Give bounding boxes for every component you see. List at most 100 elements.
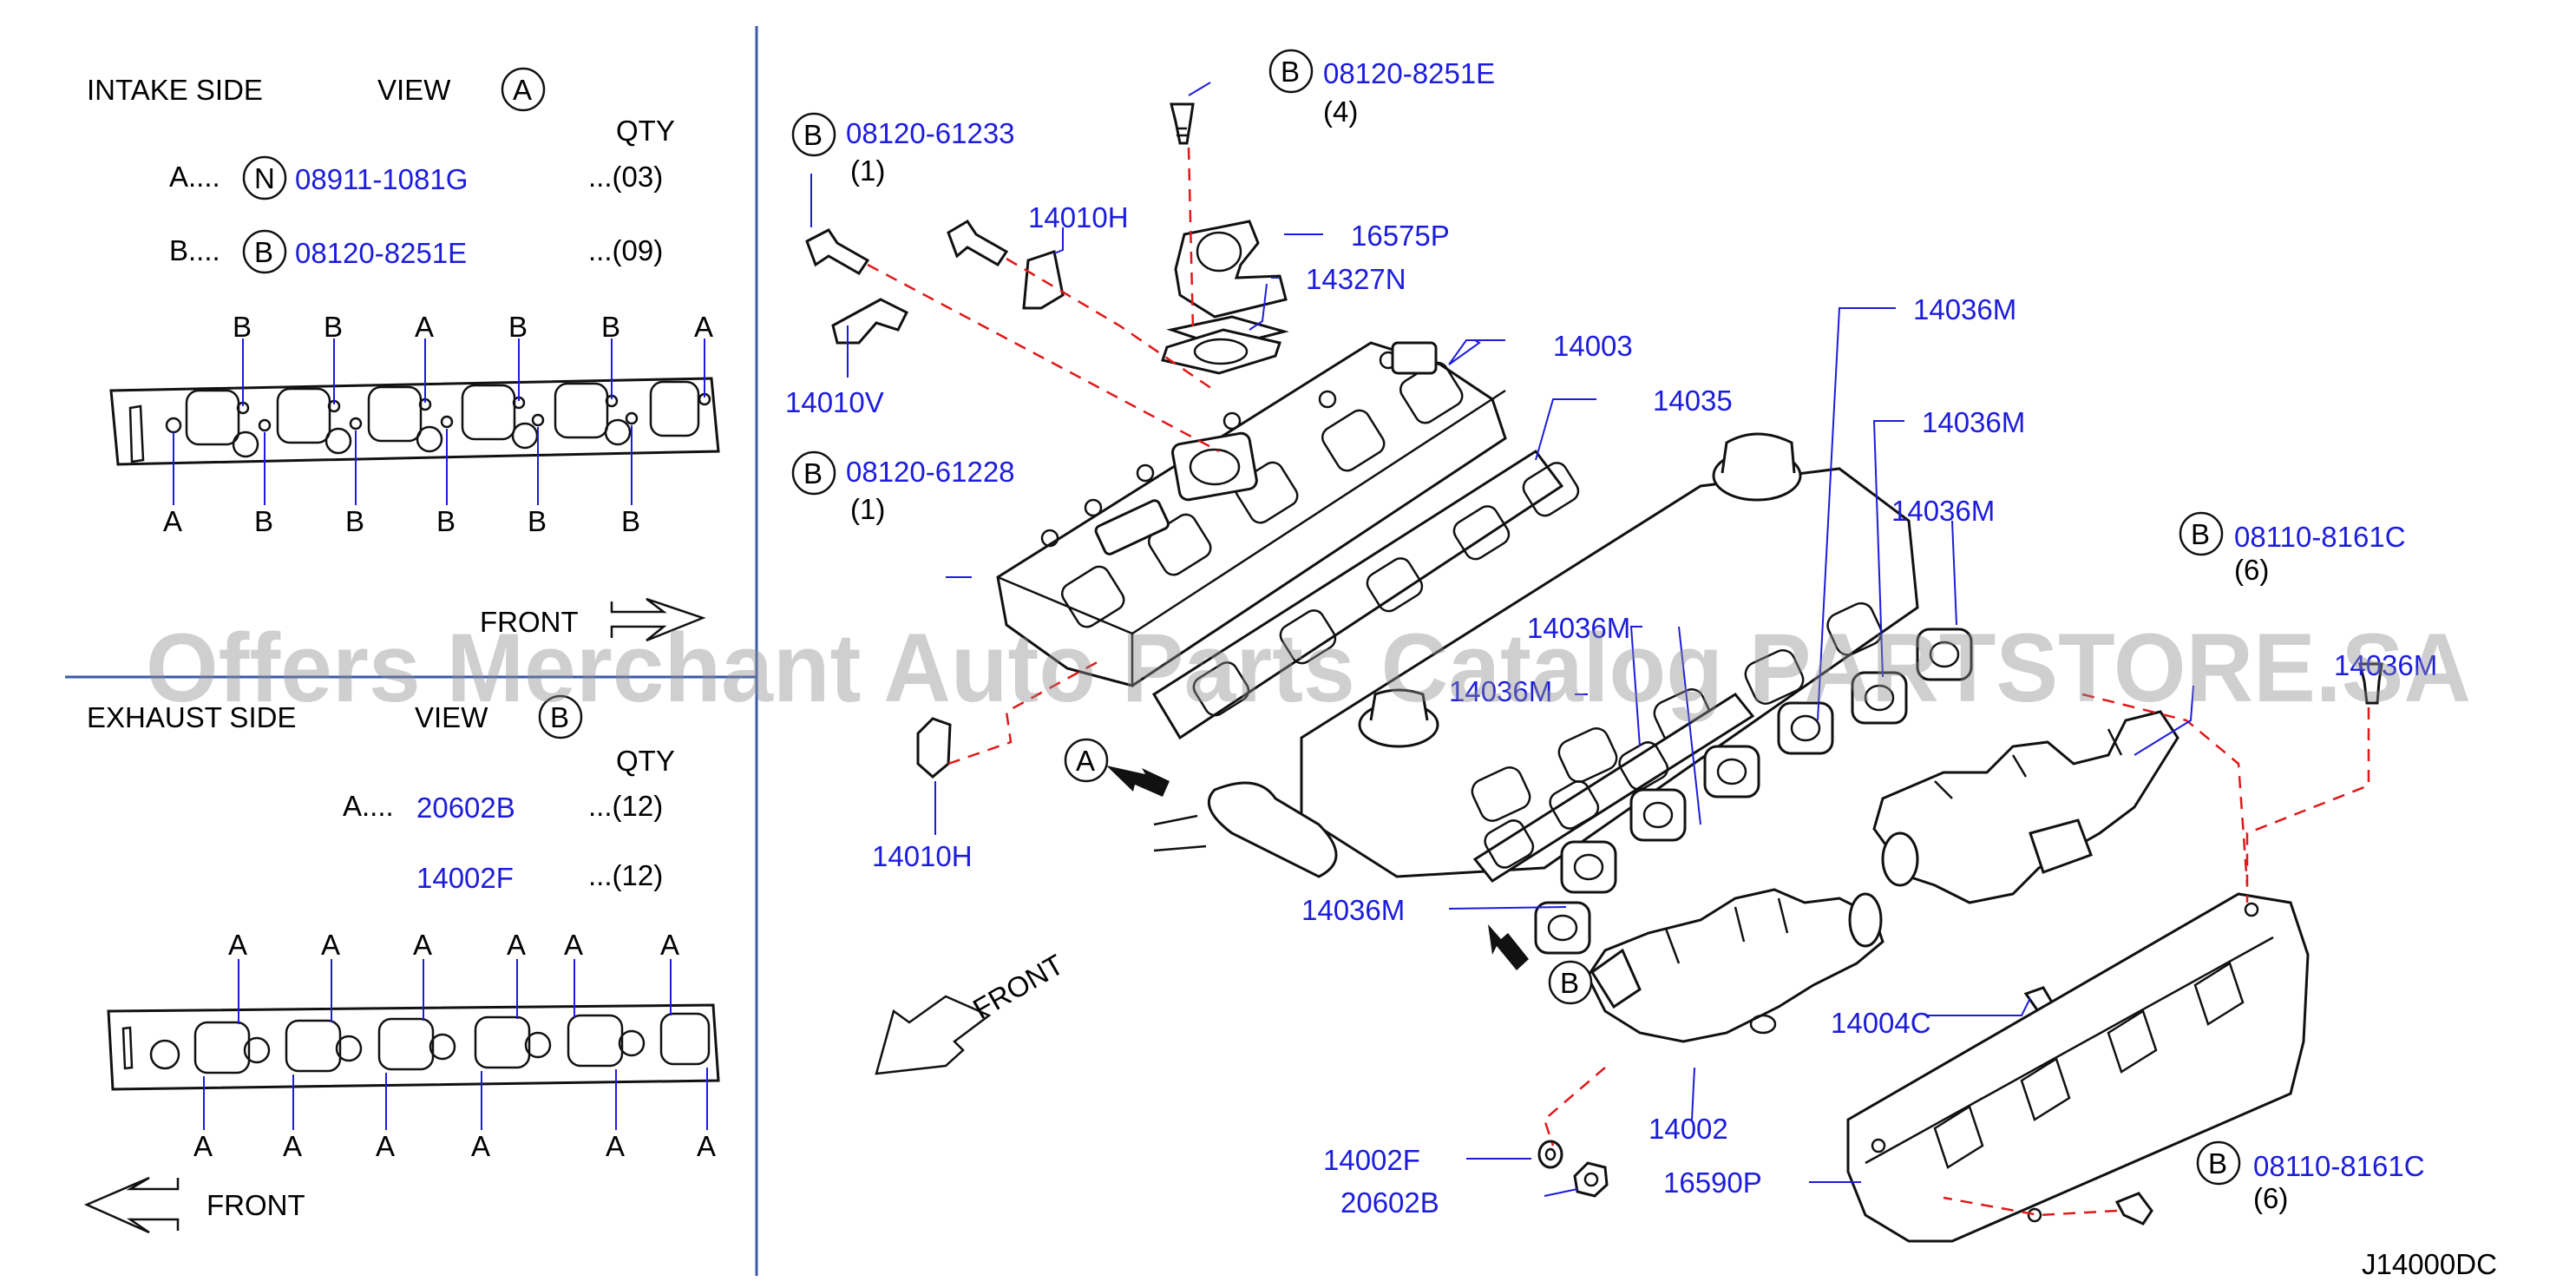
- callout-c2-part[interactable]: 08120-8251E: [1323, 57, 1495, 89]
- label-14004C[interactable]: 14004C: [1831, 1007, 1931, 1039]
- callout-c4-qty: (6): [2234, 554, 2269, 586]
- intake-bottom-letter-6: B: [621, 505, 640, 537]
- callout-c5-badge: B: [2208, 1147, 2227, 1180]
- intake-row-a-letter: A....: [169, 161, 220, 193]
- exhaust-view-word: VIEW: [415, 701, 488, 733]
- callout-c1: B 08120-61233 (1): [791, 112, 1015, 187]
- exhaust-row-a-letter: A....: [343, 790, 394, 822]
- exhaust-view-letter: B: [550, 701, 569, 733]
- label-14036M-5[interactable]: 14036M: [1449, 675, 1552, 707]
- exhaust-leader-lines: [203, 959, 708, 1130]
- assembly-dashed-lines: [867, 147, 2370, 1217]
- callout-c4-badge: B: [2191, 518, 2210, 550]
- callout-c4-part[interactable]: 08110-8161C: [2234, 521, 2406, 553]
- callout-c3-badge: B: [803, 457, 823, 490]
- nut-20602B: [1573, 1161, 1609, 1198]
- bracket-14010V: [831, 298, 909, 345]
- intake-row-a-badge: N: [254, 162, 275, 194]
- label-14002[interactable]: 14002: [1649, 1113, 1728, 1145]
- view-b-arrow-icon: [1488, 924, 1529, 970]
- exhaust-row-b-qty: ...(12): [588, 859, 663, 891]
- label-14010H-top[interactable]: 14010H: [1028, 201, 1129, 233]
- label-20602B[interactable]: 20602B: [1340, 1186, 1439, 1219]
- label-14327N[interactable]: 14327N: [1306, 263, 1406, 295]
- intake-top-letter-1: B: [233, 311, 252, 343]
- label-16590P[interactable]: 16590P: [1663, 1166, 1762, 1199]
- exhaust-view-circle: [538, 694, 583, 739]
- callout-c5-part[interactable]: 08110-8161C: [2253, 1150, 2425, 1182]
- callout-c2: B 08120-8251E (4): [1268, 49, 1495, 128]
- exhaust-heading: EXHAUST SIDE: [87, 701, 296, 733]
- intake-qty-label: QTY: [616, 115, 675, 147]
- exhaust-top-letter-3: A: [413, 929, 432, 961]
- intake-top-letter-3: A: [415, 311, 434, 343]
- main-front-arrow-icon: [875, 995, 992, 1075]
- intake-row-a-qty: ...(03): [588, 161, 663, 193]
- intake-row-a-part[interactable]: 08911-1081G: [295, 163, 468, 195]
- intake-bottom-letter-5: B: [528, 505, 547, 537]
- exhaust-qty-label: QTY: [616, 745, 675, 777]
- intake-row-b-part[interactable]: 08120-8251E: [295, 237, 467, 269]
- main-front-label: FRONT: [967, 948, 1069, 1025]
- exhaust-side-panel: EXHAUST SIDE VIEW B QTY A.... 20602B ...…: [83, 694, 720, 1234]
- label-14036M-1[interactable]: 14036M: [1913, 293, 2016, 325]
- watermark: Offers Merchant Auto Parts Catalog PARTS…: [146, 614, 2471, 722]
- exhaust-front-label: FRONT: [206, 1189, 305, 1221]
- intake-top-letter-4: B: [508, 311, 528, 343]
- intake-front-label: FRONT: [480, 606, 579, 638]
- exhaust-top-letter-2: A: [321, 929, 340, 961]
- heat-shield-16590P: [1846, 892, 2310, 1243]
- gasket-14327N: [1161, 328, 1281, 375]
- exhaust-top-letter-4: A: [507, 929, 526, 961]
- intake-bottom-letter-1: A: [163, 505, 182, 537]
- exhaust-row-b-part[interactable]: 14002F: [416, 862, 514, 894]
- view-marker-a: A: [1076, 745, 1095, 777]
- intake-row-b-badge: B: [254, 236, 273, 268]
- exhaust-bottom-letter-2: A: [283, 1130, 302, 1162]
- intake-row-b-qty: ...(09): [588, 234, 663, 266]
- exhaust-bottom-letter-3: A: [376, 1130, 395, 1162]
- label-14036M-7[interactable]: 14036M: [1301, 894, 1405, 926]
- washer-14002F: [1537, 1140, 1563, 1169]
- callout-c3-qty: (1): [850, 493, 885, 525]
- label-14035[interactable]: 14035: [1653, 384, 1733, 417]
- callout-c5: B 08110-8161C (6): [2196, 1140, 2425, 1214]
- intake-side-panel: INTAKE SIDE VIEW A QTY A.... N 08911-108…: [87, 67, 720, 642]
- label-14010H-bottom[interactable]: 14010H: [872, 840, 973, 872]
- intake-row-a-badge-circle: [242, 155, 287, 200]
- label-14036M-2[interactable]: 14036M: [1922, 406, 2025, 438]
- label-14010V[interactable]: 14010V: [785, 386, 884, 418]
- exhaust-top-letter-6: A: [660, 929, 679, 961]
- intake-top-letter-6: A: [694, 311, 713, 343]
- exhaust-row-a-part[interactable]: 20602B: [416, 792, 515, 824]
- view-marker-b: B: [1560, 967, 1579, 999]
- exhaust-bottom-letter-5: A: [606, 1130, 625, 1162]
- callout-c1-qty: (1): [850, 154, 885, 187]
- bracket-14010H-bottom: [916, 717, 952, 779]
- exhaust-bottom-letter-1: A: [193, 1130, 213, 1162]
- label-14036M-6[interactable]: 14036M: [2334, 649, 2437, 681]
- view-marker-a-circle: [1064, 738, 1109, 783]
- label-14036M-3[interactable]: 14036M: [1891, 495, 1995, 527]
- diagram-code: J14000DC: [2362, 1248, 2497, 1280]
- intake-head-schematic: [109, 377, 720, 466]
- view-a-arrow-icon: [1106, 766, 1170, 797]
- intake-view-letter: A: [513, 74, 532, 106]
- label-14002F[interactable]: 14002F: [1323, 1144, 1420, 1176]
- intake-row-b-letter: B....: [169, 234, 220, 266]
- label-14036M-4[interactable]: 14036M: [1527, 612, 1630, 644]
- bolts: [805, 102, 2383, 1226]
- intake-heading: INTAKE SIDE: [87, 74, 263, 106]
- exhaust-bottom-letter-4: A: [471, 1130, 490, 1162]
- intake-bottom-letter-2: B: [254, 505, 273, 537]
- callout-c3: B 08120-61228 (1): [791, 450, 1015, 525]
- intake-view-circle: [501, 67, 546, 112]
- exhaust-head-schematic: [107, 1003, 720, 1091]
- callout-c5-qty: (6): [2253, 1182, 2288, 1214]
- exhaust-front-arrow-icon: [83, 1176, 180, 1234]
- label-14003[interactable]: 14003: [1553, 330, 1633, 362]
- callout-c1-part[interactable]: 08120-61233: [846, 117, 1015, 149]
- label-16575P[interactable]: 16575P: [1351, 220, 1450, 252]
- intake-leader-lines: [173, 338, 705, 505]
- callout-c3-part[interactable]: 08120-61228: [846, 456, 1015, 488]
